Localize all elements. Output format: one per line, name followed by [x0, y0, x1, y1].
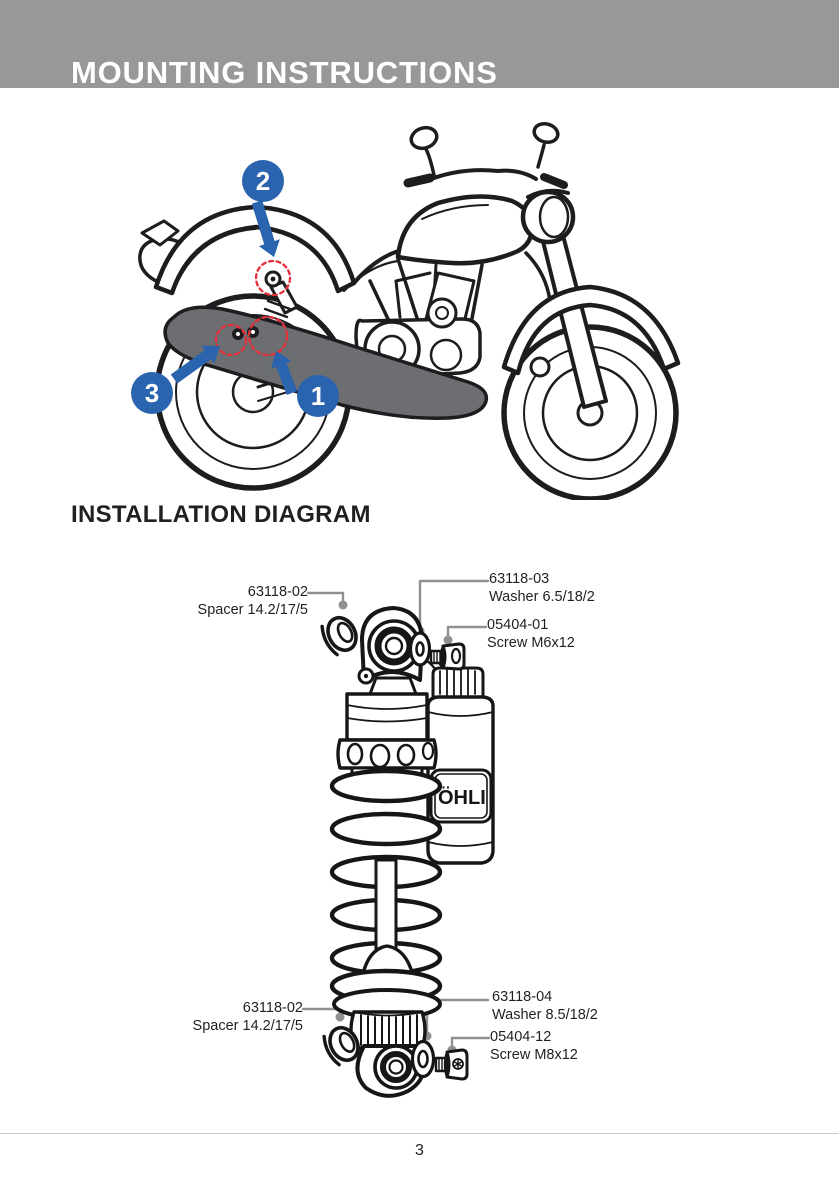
page-title: MOUNTING INSTRUCTIONS	[71, 55, 498, 90]
shock-absorber-illustration: ÖHLINS	[301, 579, 514, 1098]
arrow-2-icon	[251, 200, 280, 257]
part-desc: Washer 8.5/18/2	[492, 1006, 598, 1023]
callout-1-badge	[297, 375, 339, 417]
screw-bottom	[434, 1048, 469, 1081]
header-bar: MOUNTING INSTRUCTIONS	[0, 0, 839, 88]
part-number: 05404-12	[490, 1029, 552, 1045]
lower-eyelet	[355, 1044, 426, 1098]
callout-3-badge	[131, 372, 173, 414]
washer-top	[408, 631, 432, 667]
handlebar	[403, 168, 568, 189]
mount-highlight-circles	[214, 259, 292, 357]
rear-fender	[153, 204, 357, 296]
brand-text: ÖHLINS	[438, 786, 514, 809]
callout-1-number: 1	[311, 381, 325, 411]
reservoir: ÖHLINS	[426, 666, 514, 865]
part-desc: Screw M6x12	[487, 634, 575, 651]
callout-2-badge	[242, 160, 284, 202]
part-label-washer-bottom: 63118-04 Washer 8.5/18/2	[492, 989, 598, 1024]
fuel-tank	[395, 194, 535, 266]
part-desc: Screw M8x12	[490, 1046, 578, 1063]
mounting-figure: 2 3 1	[130, 105, 790, 502]
adjuster-knob	[349, 1010, 427, 1050]
arrow-3-icon	[170, 345, 220, 384]
spacer-bottom	[322, 1025, 360, 1067]
right-mirror-icon	[532, 122, 560, 169]
callout-arrows	[170, 200, 298, 395]
part-number: 63118-03	[489, 571, 550, 587]
arrow-1-icon	[271, 351, 298, 395]
part-label-spacer-bottom: 63118-02 Spacer 14.2/17/5	[150, 1000, 303, 1035]
part-desc: Spacer 14.2/17/5	[192, 1017, 303, 1034]
callout-badges: 2 3 1	[131, 160, 339, 417]
front-fender	[501, 284, 681, 378]
part-number: 63118-04	[492, 989, 553, 1005]
installation-diagram-figure: ÖHLINS	[0, 560, 839, 1105]
ohlins-label: ÖHLINS	[429, 768, 514, 824]
part-desc: Washer 6.5/18/2	[489, 588, 595, 605]
spacer-top	[320, 615, 358, 657]
headlight	[520, 188, 576, 245]
part-label-screw-bottom: 05404-12 Screw M8x12	[490, 1029, 578, 1064]
section-title: INSTALLATION DIAGRAM	[71, 501, 371, 528]
callout-3-number: 3	[145, 378, 159, 408]
part-label-washer-top: 63118-03 Washer 6.5/18/2	[489, 571, 595, 606]
washer-bottom	[410, 1039, 436, 1079]
part-number: 63118-02	[242, 1000, 303, 1016]
part-label-spacer-top: 63118-02 Spacer 14.2/17/5	[158, 584, 308, 619]
part-number: 05404-01	[487, 617, 549, 633]
screw-top	[429, 642, 466, 671]
callout-2-number: 2	[256, 166, 270, 196]
rear-shock-mini	[232, 270, 299, 340]
left-mirror-icon	[409, 125, 439, 177]
damper-body	[336, 676, 438, 796]
footer-divider	[0, 1133, 839, 1134]
part-desc: Spacer 14.2/17/5	[197, 601, 308, 618]
page-number: 3	[415, 1142, 424, 1159]
part-label-screw-top: 05404-01 Screw M6x12	[487, 617, 575, 652]
part-number: 63118-02	[247, 584, 308, 600]
motorcycle-illustration: 2 3 1	[131, 122, 681, 502]
